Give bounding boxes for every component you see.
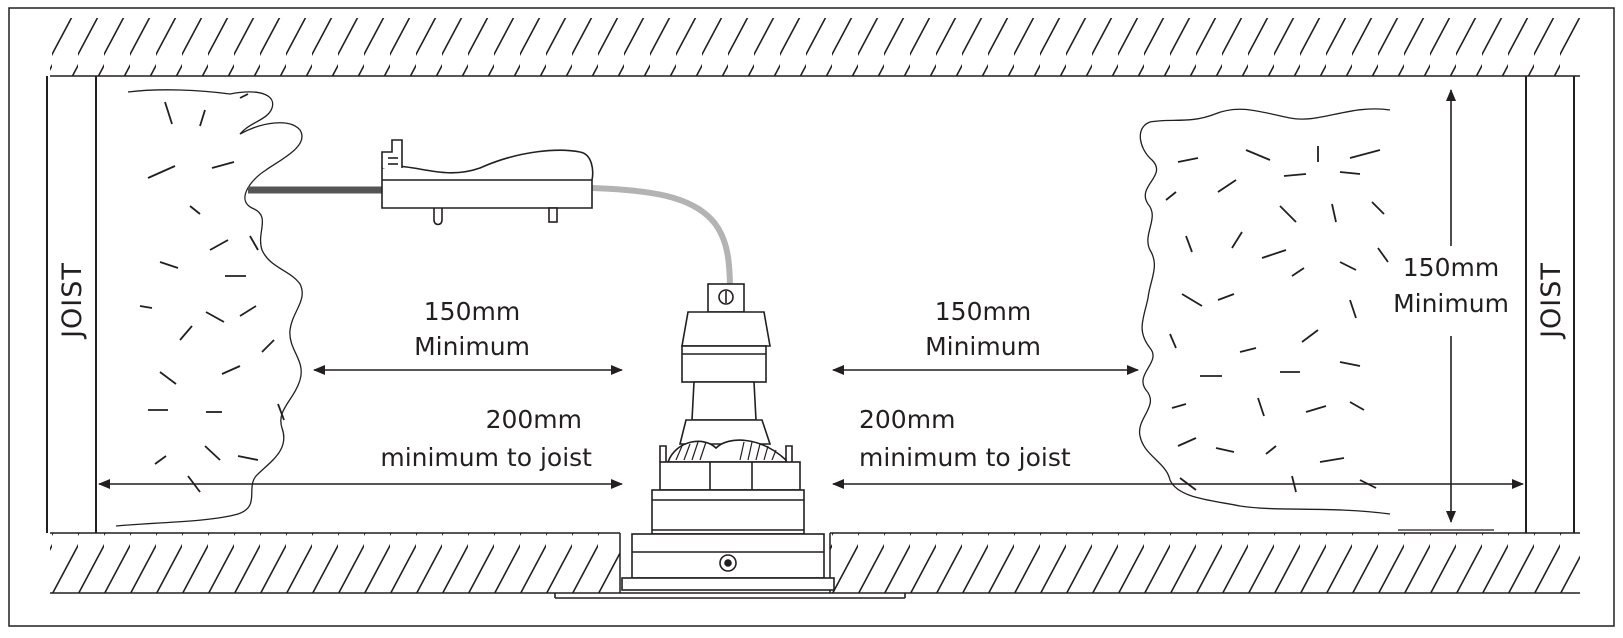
downlight-fitting	[554, 283, 906, 599]
left-clearance-label-line1: 150mm	[424, 297, 520, 326]
fitting-cable	[591, 185, 733, 293]
right-clearance-label-line1: 150mm	[935, 297, 1031, 326]
joist-right	[1525, 76, 1575, 533]
vertical-clearance-label-line2: Minimum	[1393, 289, 1509, 318]
left-joist-distance-line2: minimum to joist	[380, 443, 592, 472]
vertical-clearance-label-line1: 150mm	[1403, 253, 1499, 282]
right-joist-distance-line1: 200mm	[859, 405, 955, 434]
insulation-right	[1138, 108, 1391, 515]
left-joist-distance-line1: 200mm	[486, 405, 582, 434]
right-joist-distance-line2: minimum to joist	[859, 443, 1071, 472]
outer-frame	[8, 7, 1615, 627]
dimension-arrows	[98, 89, 1524, 531]
insulation-left	[115, 89, 303, 527]
ceiling-board-hatch	[50, 532, 1580, 594]
left-clearance-label-line2: Minimum	[414, 332, 530, 361]
upper-floor-hatch	[50, 18, 1580, 77]
driver-box	[381, 139, 594, 226]
joist-left-label: JOIST	[57, 262, 88, 340]
joist-right-label: JOIST	[1536, 262, 1567, 340]
joist-left	[46, 76, 97, 533]
right-clearance-label-line2: Minimum	[925, 332, 1041, 361]
